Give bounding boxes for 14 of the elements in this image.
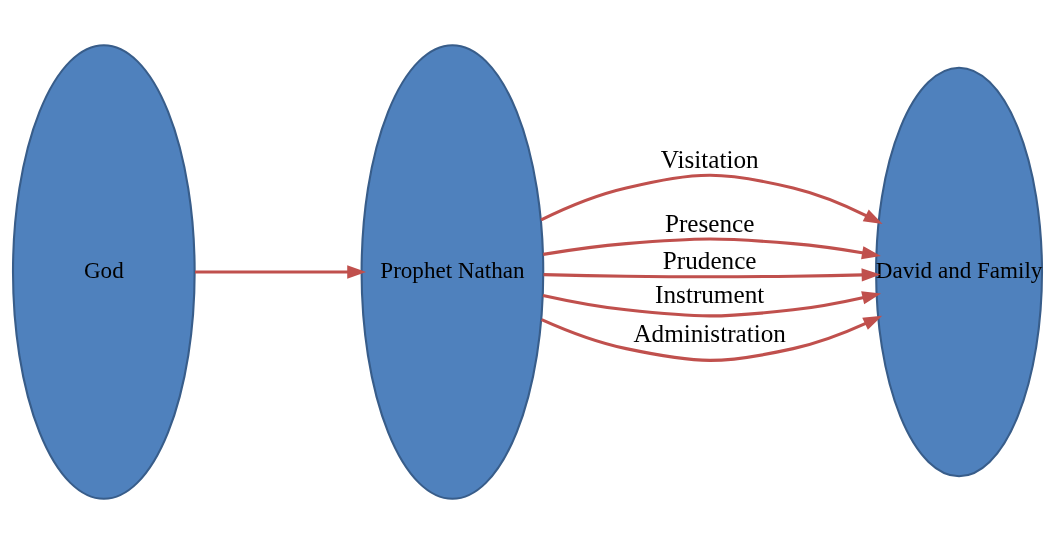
arrow: [195, 265, 367, 279]
arrow: [542, 291, 882, 318]
node-ellipse: Prophet Nathan: [360, 44, 545, 500]
arrow: [543, 268, 881, 282]
edge-label: Administration: [633, 319, 786, 347]
arrow: [540, 173, 883, 225]
edge-label: Instrument: [655, 280, 765, 308]
node-ellipse: God: [11, 44, 196, 500]
edge-label: Prudence: [662, 247, 757, 275]
arrow: [542, 237, 881, 260]
node-ellipse: David and Family: [875, 66, 1044, 478]
edge-label: Presence: [664, 210, 755, 238]
edge-label: Visitation: [660, 146, 759, 174]
arrow: [541, 315, 883, 362]
